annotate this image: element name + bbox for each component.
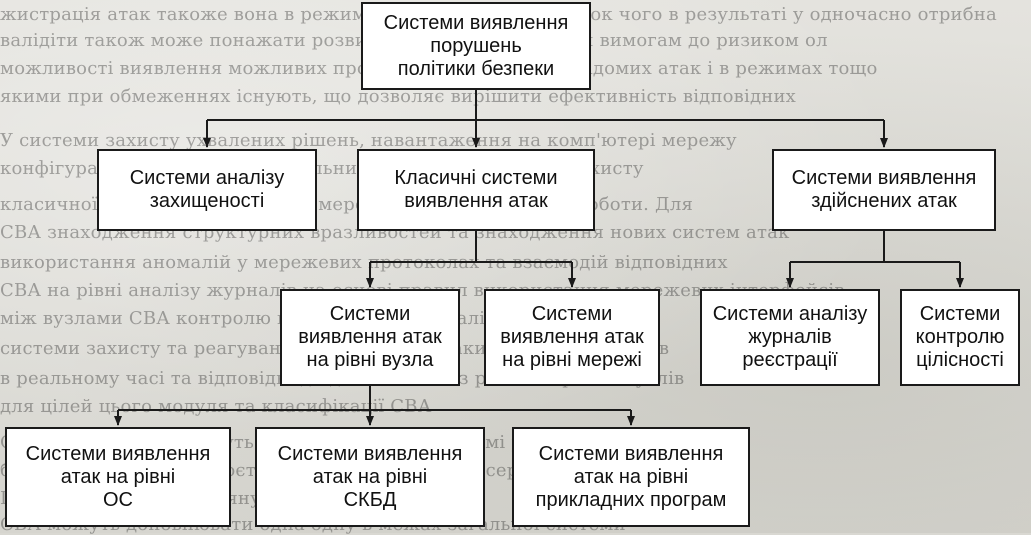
node-integrity-control-label: Системи контролю цілісності bbox=[915, 303, 1005, 371]
node-app-level: Системи виявлення атак на рівні прикладн… bbox=[512, 427, 750, 527]
node-log-analysis-label: Системи аналізу журналів реєстрації bbox=[712, 303, 868, 371]
node-completed-attacks-label: Системи виявлення здійснених атак bbox=[791, 167, 977, 212]
node-host-level: Системи виявлення атак на рівні вузла bbox=[280, 289, 460, 386]
node-network-level-label: Системи виявлення атак на рівні мережі bbox=[500, 303, 644, 371]
node-host-level-label: Системи виявлення атак на рівні вузла bbox=[298, 303, 442, 371]
node-app-level-label: Системи виявлення атак на рівні прикладн… bbox=[535, 442, 727, 511]
node-security-analysis-label: Системи аналізу захищеності bbox=[129, 167, 285, 212]
node-log-analysis: Системи аналізу журналів реєстрації bbox=[700, 289, 880, 386]
node-dbms-level-label: Системи виявлення атак на рівні СКБД bbox=[277, 442, 463, 511]
node-completed-attacks: Системи виявлення здійснених атак bbox=[772, 149, 996, 231]
node-security-analysis: Системи аналізу захищеності bbox=[97, 149, 317, 231]
node-os-level: Системи виявлення атак на рівні ОС bbox=[5, 427, 231, 527]
node-classic-ids-label: Класичні системи виявлення атак bbox=[394, 167, 558, 212]
node-network-level: Системи виявлення атак на рівні мережі bbox=[484, 289, 660, 386]
node-dbms-level: Системи виявлення атак на рівні СКБД bbox=[255, 427, 485, 527]
node-classic-ids: Класичні системи виявлення атак bbox=[357, 149, 595, 231]
node-os-level-label: Системи виявлення атак на рівні ОС bbox=[25, 442, 211, 511]
node-integrity-control: Системи контролю цілісності bbox=[900, 289, 1020, 386]
node-root: Системи виявлення порушень політики безп… bbox=[361, 2, 591, 90]
node-root-label: Системи виявлення порушень політики безп… bbox=[383, 11, 569, 80]
